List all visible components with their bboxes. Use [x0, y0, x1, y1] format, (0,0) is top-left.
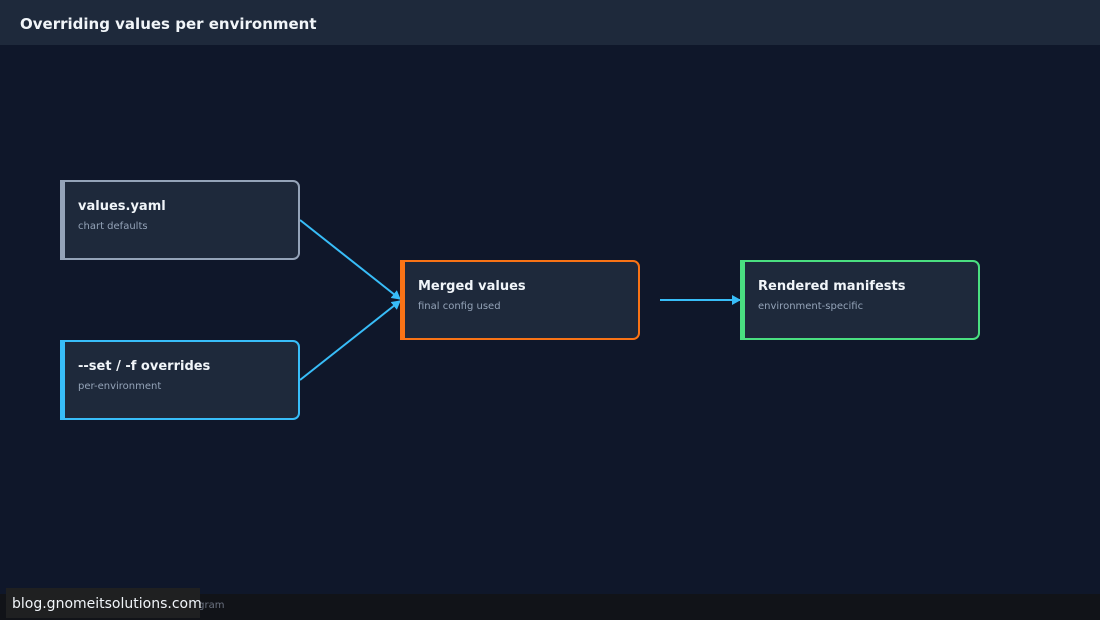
node-overrides: --set / -f overrides per-environment — [60, 340, 300, 420]
node-values-yaml-title: values.yaml — [78, 199, 166, 214]
node-merged-values: Merged values final config used — [400, 260, 640, 340]
node-values-yaml-subtitle: chart defaults — [78, 221, 148, 232]
node-rendered-manifests-subtitle: environment-specific — [758, 301, 864, 312]
page-title: Overriding values per environment — [20, 15, 317, 33]
edge-overrides-to-merged — [299, 300, 401, 381]
edge-values-to-merged — [299, 219, 401, 300]
footer-caption: agram — [12, 600, 224, 611]
node-overrides-title: --set / -f overrides — [78, 359, 211, 374]
watermark: blog.gnomeitsolutions.com — [6, 588, 202, 618]
node-overrides-subtitle: per-environment — [78, 381, 162, 392]
diagram-header: Overriding values per environment — [0, 0, 1100, 45]
node-rendered-manifests-title: Rendered manifests — [758, 279, 906, 294]
node-values-yaml: values.yaml chart defaults — [60, 180, 300, 260]
node-merged-values-subtitle: final config used — [418, 301, 501, 312]
node-merged-values-title: Merged values — [418, 279, 526, 294]
footer-caption-text: agram — [192, 600, 225, 611]
node-rendered-manifests: Rendered manifests environment-specific — [740, 260, 980, 340]
